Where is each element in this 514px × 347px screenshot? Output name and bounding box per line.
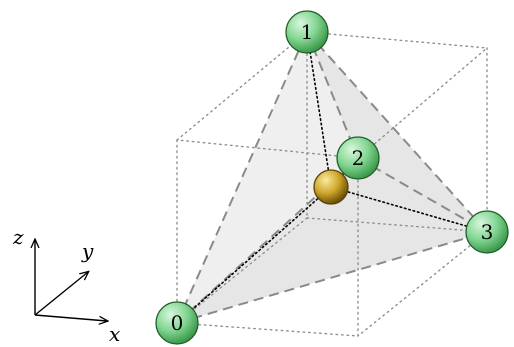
y-axis-arrow bbox=[34, 272, 88, 316]
face-0-1-2 bbox=[177, 32, 358, 323]
node-1: 1 bbox=[285, 10, 329, 54]
node-0-label: 0 bbox=[171, 311, 184, 335]
node-2: 2 bbox=[336, 136, 380, 180]
x-axis-label: x bbox=[109, 322, 120, 346]
z-axis-label: z bbox=[12, 225, 24, 249]
x-axis-arrow bbox=[34, 314, 107, 321]
coordinate-axes bbox=[35, 240, 107, 321]
node-0: 0 bbox=[155, 301, 199, 345]
cube-edges bbox=[176, 31, 488, 337]
tetrahedron-edges bbox=[176, 31, 488, 324]
node-2-label: 2 bbox=[352, 146, 365, 170]
node-3: 3 bbox=[465, 210, 509, 254]
node-1-label: 1 bbox=[301, 20, 314, 44]
center-atom bbox=[313, 169, 349, 205]
node-3-label: 3 bbox=[481, 220, 494, 244]
y-axis-label: y bbox=[81, 239, 94, 263]
